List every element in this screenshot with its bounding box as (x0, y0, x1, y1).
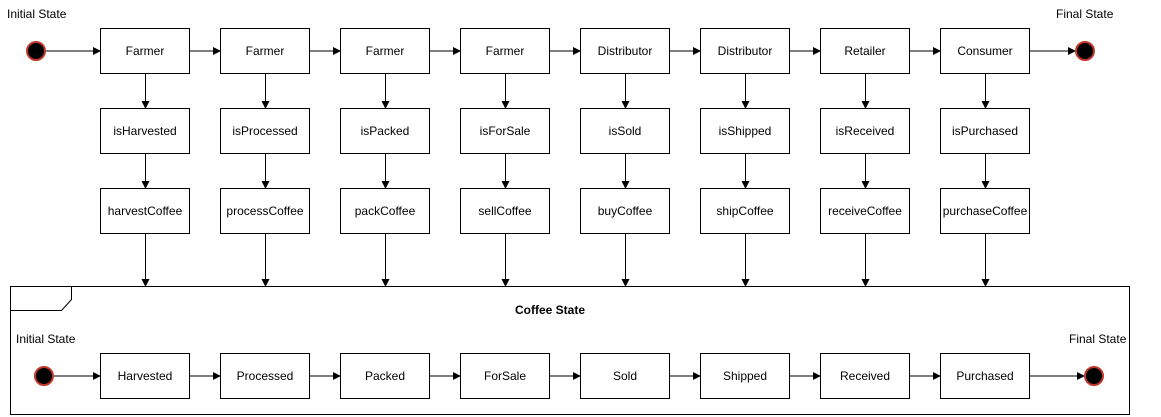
coffee-final-state-label: Final State (1069, 332, 1127, 346)
top-initial-node (26, 41, 46, 61)
check-box: isHarvested (100, 108, 190, 154)
top-final-state-label: Final State (1056, 7, 1114, 21)
actor-box: Distributor (580, 28, 670, 74)
state-box: Purchased (940, 353, 1030, 399)
check-box: isReceived (820, 108, 910, 154)
coffee-initial-node (34, 366, 54, 386)
function-box: shipCoffee (700, 188, 790, 234)
function-box: purchaseCoffee (940, 188, 1030, 234)
coffee-final-node (1084, 366, 1104, 386)
actor-box: Retailer (820, 28, 910, 74)
function-box: receiveCoffee (820, 188, 910, 234)
actor-box: Farmer (340, 28, 430, 74)
function-box: harvestCoffee (100, 188, 190, 234)
state-box: Processed (220, 353, 310, 399)
coffee-initial-state-label: Initial State (16, 332, 76, 346)
actor-box: Farmer (100, 28, 190, 74)
function-box: packCoffee (340, 188, 430, 234)
function-box: processCoffee (220, 188, 310, 234)
actor-box: Distributor (700, 28, 790, 74)
coffee-state-title: Coffee State (515, 303, 586, 317)
state-box: Sold (580, 353, 670, 399)
check-box: isPacked (340, 108, 430, 154)
top-final-node (1075, 41, 1095, 61)
coffee-state-frame-tab (10, 286, 72, 311)
check-box: isProcessed (220, 108, 310, 154)
check-box: isSold (580, 108, 670, 154)
function-box: buyCoffee (580, 188, 670, 234)
function-box: sellCoffee (460, 188, 550, 234)
actor-box: Farmer (460, 28, 550, 74)
check-box: isShipped (700, 108, 790, 154)
actor-box: Consumer (940, 28, 1030, 74)
state-box: Harvested (100, 353, 190, 399)
state-box: ForSale (460, 353, 550, 399)
state-box: Received (820, 353, 910, 399)
actor-box: Farmer (220, 28, 310, 74)
check-box: isPurchased (940, 108, 1030, 154)
state-box: Shipped (700, 353, 790, 399)
top-initial-state-label: Initial State (7, 7, 67, 21)
state-box: Packed (340, 353, 430, 399)
check-box: isForSale (460, 108, 550, 154)
